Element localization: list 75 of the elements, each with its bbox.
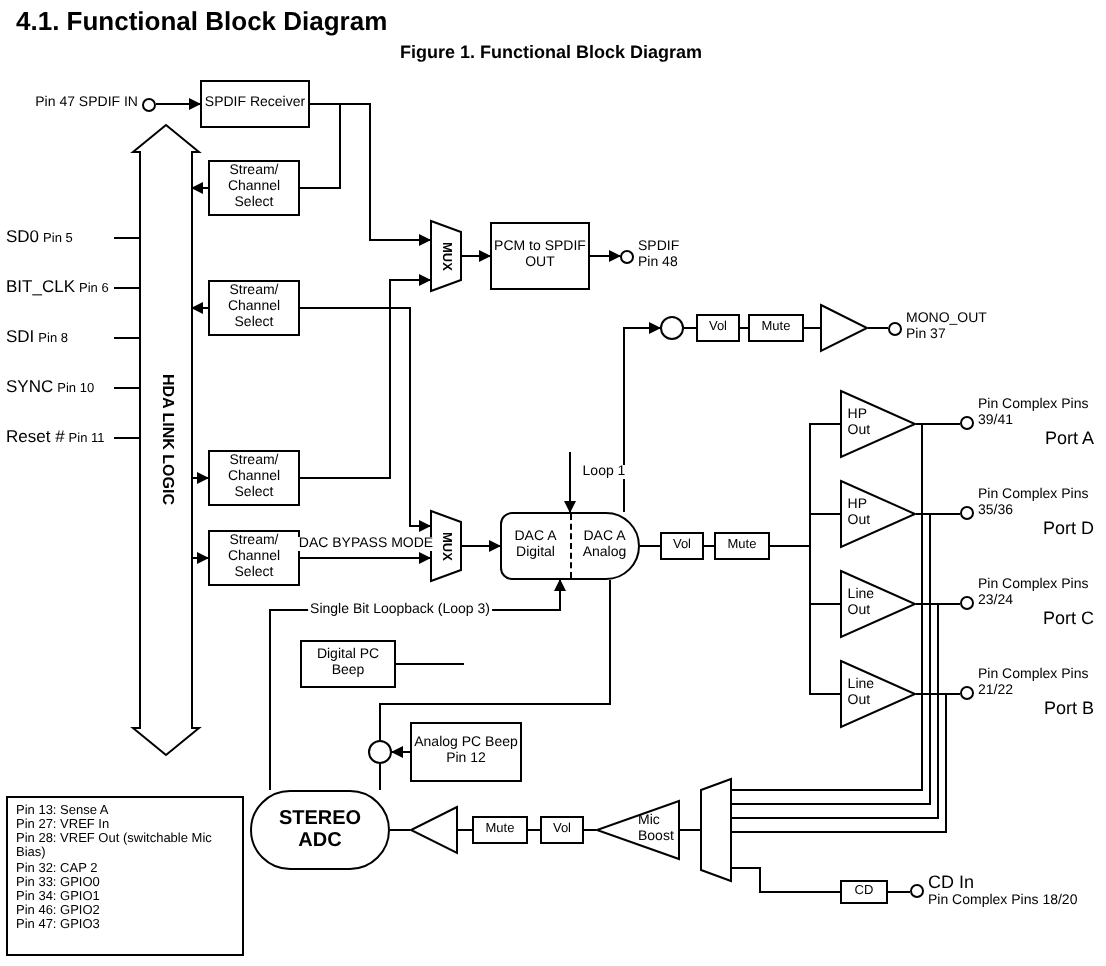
port-name: Port C <box>1042 609 1094 630</box>
connector <box>803 327 821 329</box>
connector <box>623 322 661 513</box>
connector <box>527 829 541 831</box>
block-box <box>714 532 770 560</box>
block-label: CD In <box>928 874 975 893</box>
connector <box>731 513 931 805</box>
block-label: HDA LINK LOGIC <box>157 374 175 506</box>
connector <box>379 579 611 741</box>
connector <box>299 307 431 532</box>
connector <box>731 423 923 791</box>
connector <box>113 287 141 289</box>
port-name: Port D <box>1042 519 1094 540</box>
block-box <box>200 80 310 128</box>
connector <box>457 829 473 831</box>
signal-name: SD0 <box>6 228 40 248</box>
connector <box>391 746 411 758</box>
block-box <box>696 314 740 342</box>
connector <box>683 327 697 329</box>
connector <box>395 663 465 665</box>
block-box <box>208 280 300 336</box>
connector <box>113 237 141 239</box>
block-box <box>540 816 584 844</box>
block-box <box>208 160 300 216</box>
connector <box>769 545 841 695</box>
block-box <box>472 816 528 844</box>
block-box <box>490 222 590 290</box>
block-box <box>660 532 704 560</box>
connector <box>739 327 749 329</box>
block-box <box>208 530 300 586</box>
connector <box>679 829 701 831</box>
section-title: 4.1. Functional Block Diagram <box>16 6 388 36</box>
signal-name: SYNC <box>6 378 54 398</box>
connector <box>389 829 411 831</box>
connector <box>583 829 597 831</box>
connector <box>155 98 201 110</box>
port-name: Port A <box>1044 429 1094 450</box>
connector <box>191 302 209 314</box>
signal-name: SDI <box>6 328 35 348</box>
block-box <box>410 722 522 782</box>
adc-block <box>250 790 390 870</box>
connector <box>299 274 431 479</box>
summing-circle <box>660 316 684 340</box>
connector <box>564 451 576 513</box>
connector <box>379 763 381 791</box>
figure-caption: Figure 1. Functional Block Diagram <box>400 42 703 62</box>
connector <box>113 387 141 389</box>
connector <box>191 182 209 194</box>
block-label: STEREO ADC <box>276 808 364 852</box>
dac-block <box>500 512 640 580</box>
connector <box>731 603 939 819</box>
connector <box>867 327 889 329</box>
connector <box>461 540 501 552</box>
connector <box>191 472 209 484</box>
signal-name: BIT_CLK <box>6 278 75 298</box>
connector <box>703 545 715 547</box>
connector <box>461 250 491 262</box>
block-box <box>840 880 888 904</box>
summing-circle <box>368 740 392 764</box>
connector <box>639 545 661 547</box>
connector <box>191 552 209 564</box>
connector <box>731 867 841 893</box>
connector <box>589 250 621 262</box>
connector <box>113 437 141 439</box>
pin-list-box <box>6 796 244 956</box>
connector <box>731 693 947 833</box>
port-name: Port B <box>1043 699 1094 720</box>
connector <box>113 337 141 339</box>
block-box <box>300 640 396 688</box>
block-box <box>208 450 300 506</box>
connector <box>887 891 911 893</box>
connector <box>299 552 431 564</box>
block-box <box>748 314 804 342</box>
signal-name: Reset # <box>6 428 65 448</box>
connector <box>299 103 341 189</box>
